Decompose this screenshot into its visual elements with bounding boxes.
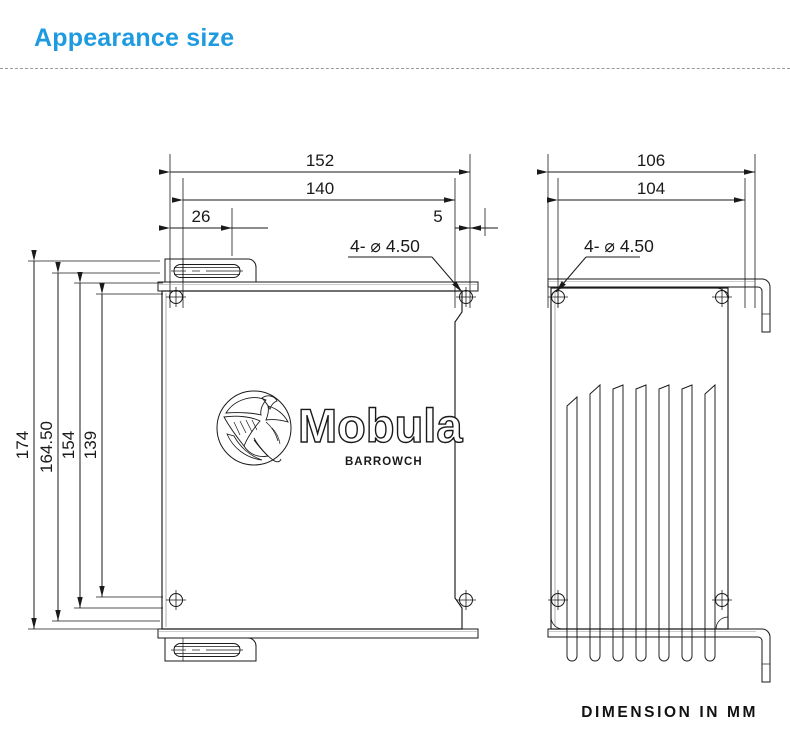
callout-4-dia-4p50-front-label: 4- ⌀ 4.50 — [350, 236, 420, 256]
fin-slot-3 — [612, 384, 624, 662]
dim-174-label: 174 — [13, 431, 32, 459]
side-top-bracket — [547, 278, 771, 333]
mobula-logo: Mobula BARROWCH — [216, 390, 464, 468]
dim-154-label: 154 — [59, 431, 78, 459]
fin-slot-1 — [566, 395, 578, 662]
side-hole-bottom-left — [548, 590, 568, 610]
fin-slot-2 — [589, 383, 601, 662]
title-divider — [0, 68, 790, 69]
front-vertical-extension-lines — [28, 260, 163, 630]
dim-140-label: 140 — [306, 179, 334, 198]
dimension-drawing-svg: 152 140 26 — [13, 151, 771, 683]
callout-4-dia-4p50-side-label: 4- ⌀ 4.50 — [584, 236, 654, 256]
side-mounting-holes — [548, 287, 732, 610]
front-bottom-bracket — [164, 637, 257, 662]
dimension-unit-note: DIMENSION IN MM — [581, 704, 758, 721]
side-hole-bottom-right — [712, 590, 732, 610]
front-bottom-flange — [157, 628, 479, 639]
side-extension-lines — [547, 154, 756, 308]
side-bottom-bracket — [547, 628, 771, 683]
callout-4-dia-4p50-side — [555, 256, 640, 293]
hole-top-right — [456, 287, 476, 307]
dim-164-50-label: 164.50 — [37, 421, 56, 473]
dim-26-label: 26 — [192, 207, 211, 226]
fin-slot-7 — [704, 383, 716, 662]
mobula-wordmark: Mobula — [298, 399, 463, 452]
front-top-flange — [157, 281, 479, 292]
hole-top-left — [166, 287, 186, 307]
fin-slot-6 — [681, 384, 693, 662]
dim-106-label: 106 — [637, 151, 665, 170]
side-view: 106 104 — [537, 151, 771, 683]
cooling-fin-slots — [566, 383, 716, 662]
fin-slot-5 — [658, 384, 670, 662]
front-top-bracket — [164, 258, 257, 283]
hole-bottom-right — [456, 590, 476, 610]
side-body-outline — [550, 287, 729, 630]
technical-drawing-area: 152 140 26 — [0, 76, 790, 750]
front-extension-lines — [169, 154, 486, 308]
dim-5-label: 5 — [433, 207, 442, 226]
side-corner-br — [715, 616, 729, 630]
fin-slot-4 — [635, 384, 647, 662]
dim-152-label: 152 — [306, 151, 334, 170]
side-hole-top-right — [712, 287, 732, 307]
page-title: Appearance size — [34, 24, 235, 52]
mobula-subtitle: BARROWCH — [345, 456, 423, 468]
dim-104-label: 104 — [637, 179, 665, 198]
front-view: 152 140 26 — [13, 151, 498, 662]
side-corner-bl — [550, 616, 564, 630]
front-mounting-holes — [166, 287, 476, 610]
dim-139-label: 139 — [81, 431, 100, 459]
hole-bottom-left — [166, 590, 186, 610]
manta-ray-emblem-icon — [216, 390, 292, 466]
callout-4-dia-4p50-front — [348, 256, 463, 293]
